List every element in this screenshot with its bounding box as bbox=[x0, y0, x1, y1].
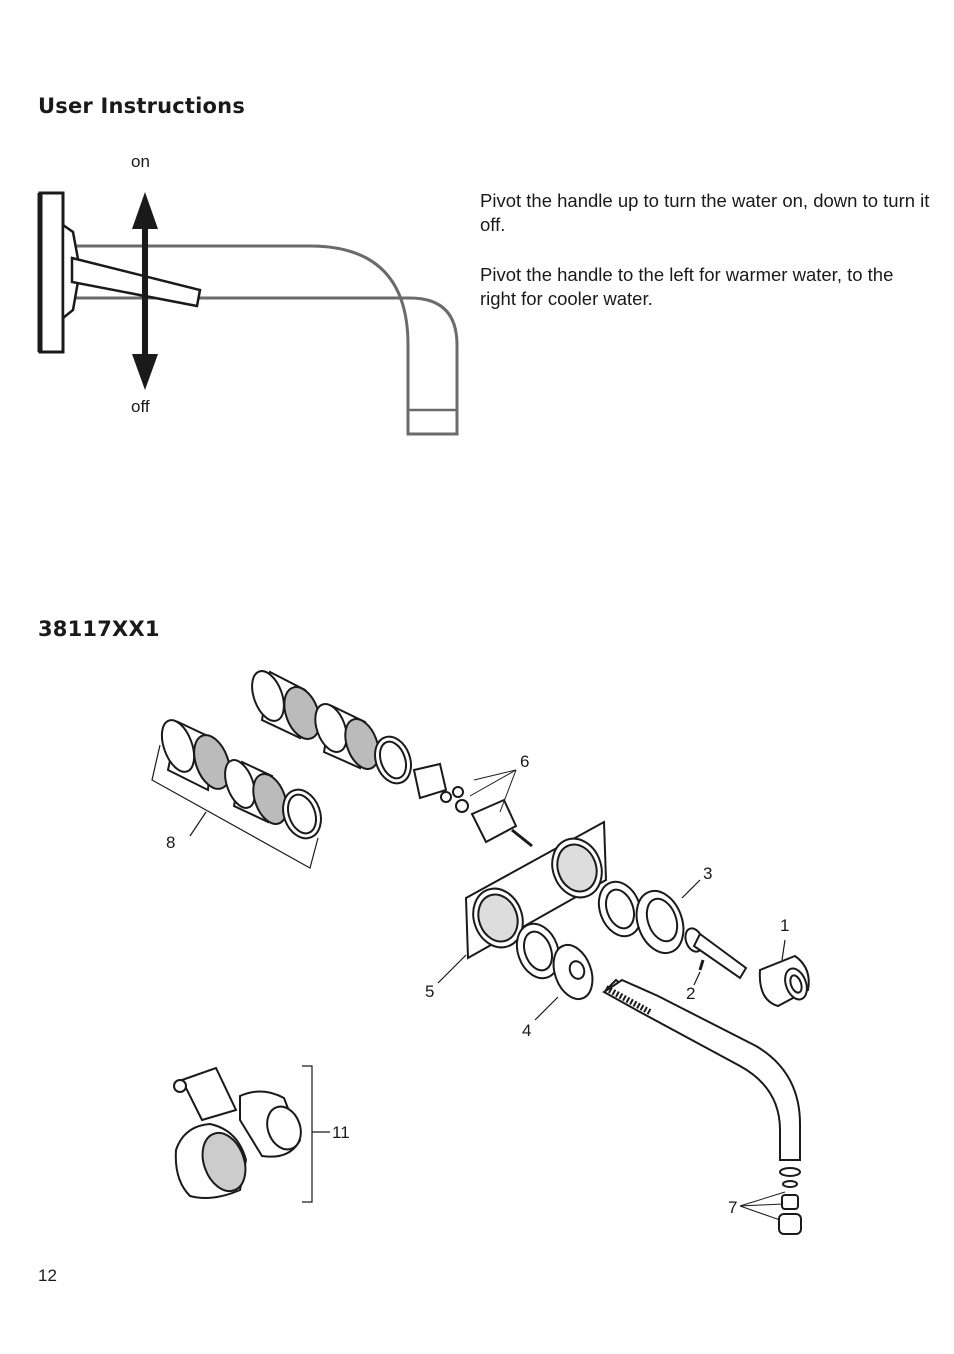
section-title-model: 38117XX1 bbox=[38, 617, 160, 641]
ring-bottom bbox=[282, 788, 322, 840]
sleeve-bottom-a bbox=[160, 719, 231, 792]
callout-5: 5 bbox=[425, 982, 435, 1001]
label-off: off bbox=[131, 397, 150, 416]
callout-3: 3 bbox=[703, 864, 713, 883]
sleeve-bottom-b bbox=[224, 759, 288, 825]
callout-1: 1 bbox=[780, 916, 790, 935]
page-number: 12 bbox=[38, 1266, 57, 1285]
small-part-a bbox=[440, 791, 452, 803]
callout-11: 11 bbox=[332, 1123, 350, 1142]
spout-exploded bbox=[602, 978, 801, 1161]
aerator-housing bbox=[778, 1213, 802, 1235]
instruction-temperature: Pivot the handle to the left for warmer … bbox=[480, 264, 894, 309]
callout-6: 6 bbox=[520, 752, 530, 771]
thermostat-cartridge bbox=[180, 1066, 238, 1122]
cartridge bbox=[470, 798, 518, 844]
sleeve-top-a bbox=[251, 670, 321, 740]
callout-2: 2 bbox=[686, 984, 696, 1003]
clip bbox=[412, 762, 448, 800]
bracket-11 bbox=[302, 1065, 313, 1203]
spout bbox=[62, 244, 459, 436]
arrow-down-icon bbox=[132, 354, 158, 390]
bracket-8 bbox=[151, 744, 319, 869]
label-on: on bbox=[131, 152, 150, 171]
section-title-user-instructions: User Instructions bbox=[38, 94, 246, 118]
sleeve-top-b bbox=[314, 703, 380, 770]
callout-8: 8 bbox=[166, 833, 176, 852]
handle-lever bbox=[70, 256, 202, 308]
aerator-washer bbox=[779, 1167, 801, 1177]
callout-4: 4 bbox=[522, 1021, 532, 1040]
aerator-insert bbox=[781, 1194, 799, 1210]
callout-7: 7 bbox=[728, 1198, 738, 1217]
instruction-on-off: Pivot the handle up to turn the water on… bbox=[480, 190, 930, 235]
arrow-up-icon bbox=[132, 192, 158, 229]
ring-top bbox=[374, 735, 412, 785]
